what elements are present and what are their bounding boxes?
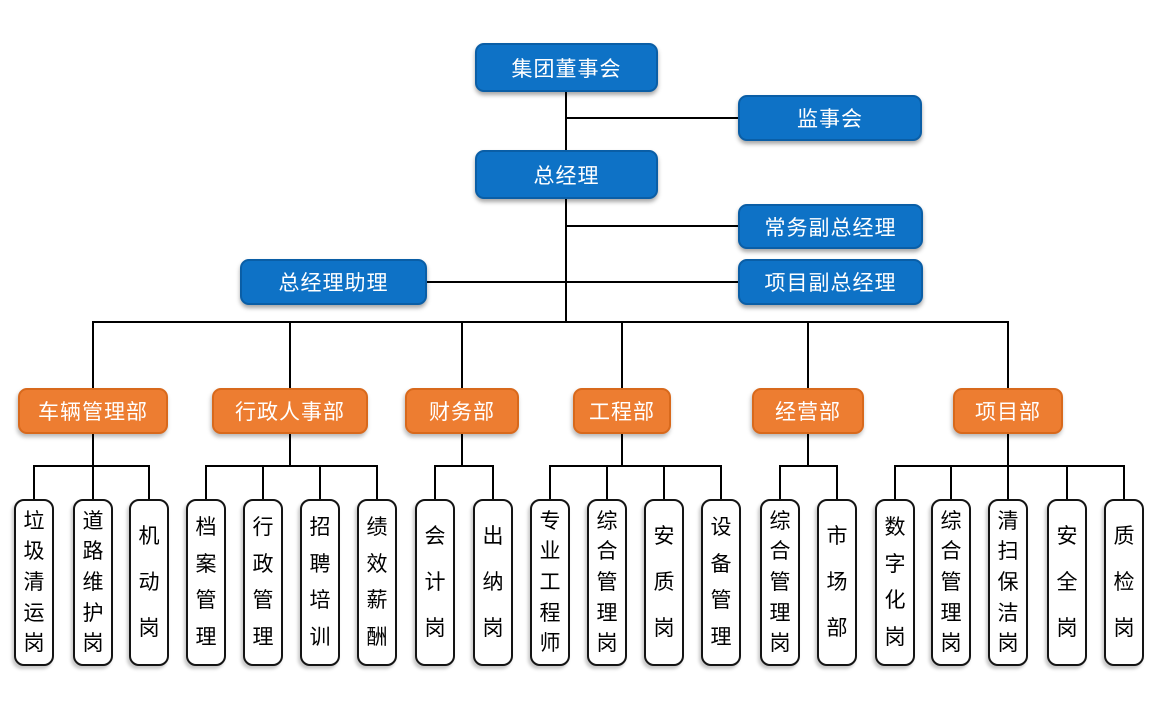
post-box: 市场部 <box>817 499 857 666</box>
post-box: 综合管理岗 <box>587 499 627 666</box>
post-box: 道路维护岗 <box>73 499 113 666</box>
post-box: 专业工程师 <box>530 499 570 666</box>
node-project-deputy-gm: 项目副总经理 <box>738 259 923 305</box>
node-executive-deputy-gm: 常务副总经理 <box>738 204 923 249</box>
dept-admin-hr: 行政人事部 <box>212 388 368 434</box>
post-box: 招聘培训 <box>300 499 340 666</box>
post-box: 质检岗 <box>1104 499 1144 666</box>
post-box: 机动岗 <box>129 499 169 666</box>
node-general-manager: 总经理 <box>475 150 658 199</box>
post-box: 档案管理 <box>186 499 226 666</box>
node-supervisory-board: 监事会 <box>738 95 922 141</box>
post-box: 安全岗 <box>1047 499 1087 666</box>
post-box: 综合管理岗 <box>760 499 800 666</box>
node-group-board: 集团董事会 <box>475 43 658 92</box>
post-box: 会计岗 <box>415 499 455 666</box>
node-gm-assistant: 总经理助理 <box>240 259 427 305</box>
dept-operations: 经营部 <box>752 388 864 434</box>
dept-finance: 财务部 <box>405 388 519 434</box>
post-box: 安质岗 <box>644 499 684 666</box>
post-box: 绩效薪酬 <box>357 499 397 666</box>
post-box: 出纳岗 <box>473 499 513 666</box>
post-box: 数字化岗 <box>875 499 915 666</box>
post-box: 行政管理 <box>243 499 283 666</box>
post-box: 垃圾清运岗 <box>14 499 54 666</box>
post-box: 综合管理岗 <box>931 499 971 666</box>
post-box: 清扫保洁岗 <box>988 499 1028 666</box>
dept-engineering: 工程部 <box>573 388 671 434</box>
dept-project: 项目部 <box>953 388 1063 434</box>
dept-vehicle-management: 车辆管理部 <box>18 388 168 434</box>
post-box: 设备管理 <box>701 499 741 666</box>
